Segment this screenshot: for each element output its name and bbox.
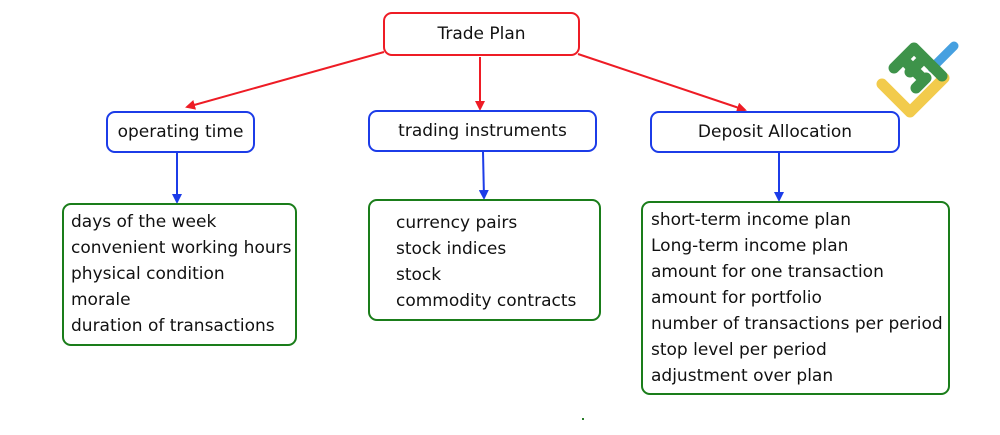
category-node-trading-instruments: trading instruments (368, 110, 597, 152)
arrow-root-to-deposit-allocation (577, 53, 747, 113)
list-item: morale (71, 290, 131, 310)
list-item: currency pairs (396, 213, 518, 233)
brand-logo-icon (876, 41, 959, 118)
list-node-trading-instruments: currency pairs stock indices stock commo… (368, 199, 601, 321)
list-item: stock (396, 265, 442, 285)
list-item: stock indices (396, 239, 507, 259)
list-item: days of the week (71, 212, 217, 232)
list-node-operating-time: days of the week convenient working hour… (62, 203, 297, 346)
category-label: operating time (117, 122, 244, 142)
root-node-trade-plan: Trade Plan (383, 12, 580, 56)
list-item: stop level per period (651, 340, 827, 360)
list-item: duration of transactions (71, 316, 275, 336)
list-item: short-term income plan (651, 210, 851, 230)
list-node-deposit-allocation: short-term income plan Long-term income … (641, 201, 950, 395)
category-node-operating-time: operating time (106, 111, 255, 153)
logo-green-shape (888, 42, 948, 94)
logo-yellow-chevron (876, 72, 950, 118)
category-label: trading instruments (398, 121, 567, 141)
list-item: commodity contracts (396, 291, 577, 311)
list-item: number of transactions per period (651, 314, 943, 334)
list-item: physical condition (71, 264, 225, 284)
arrow-trading-instruments-to-list (478, 151, 489, 200)
list-item: amount for one transaction (651, 262, 884, 282)
root-label: Trade Plan (437, 24, 526, 44)
stray-dot (582, 418, 584, 420)
list-item: amount for portfolio (651, 288, 822, 308)
list-item: convenient working hours (71, 238, 292, 258)
list-item: Long-term income plan (651, 236, 849, 256)
list-item: adjustment over plan (651, 366, 834, 386)
category-label: Deposit Allocation (697, 122, 853, 142)
category-node-deposit-allocation: Deposit Allocation (650, 111, 900, 153)
arrow-root-to-operating-time (185, 51, 385, 110)
